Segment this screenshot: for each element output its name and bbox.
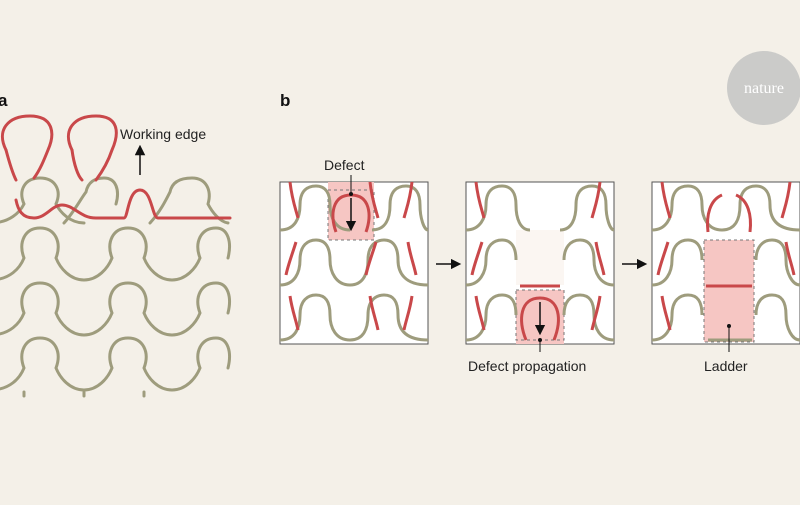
- panel-a-knit: [0, 114, 232, 398]
- ladder-label: Ladder: [704, 358, 748, 374]
- knit-box-1: [279, 175, 429, 345]
- logo-text: nature: [744, 80, 784, 97]
- defect-label: Defect: [324, 157, 365, 173]
- panel-a-green-loops: [0, 176, 231, 398]
- panel-b-letter: b: [280, 91, 290, 110]
- panel-a-red-yarn: [0, 114, 232, 220]
- knit-box-2: [465, 181, 615, 352]
- working-edge-label: Working edge: [120, 126, 206, 142]
- panel-a-letter: a: [0, 91, 8, 110]
- defect-dot: [349, 192, 353, 196]
- nature-logo: nature: [727, 51, 800, 125]
- knit-box-3: [651, 181, 800, 352]
- propagation-label: Defect propagation: [468, 358, 586, 374]
